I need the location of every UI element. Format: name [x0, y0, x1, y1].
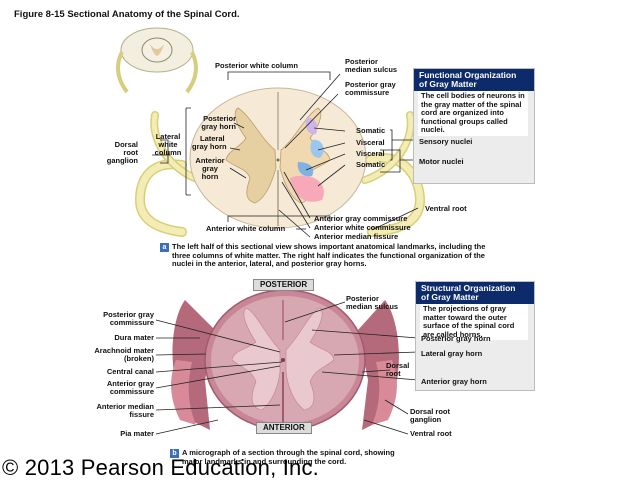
visceral-sensory-region	[310, 139, 324, 158]
somatic-label-2: Somatic	[356, 160, 386, 169]
bottom-ventral-root-label: Ventral root	[410, 429, 452, 438]
posterior-tag: POSTERIOR	[253, 279, 315, 291]
anterior-gray-commissure-label: Anterior gray commissure	[314, 214, 408, 223]
functional-organization-description: The cell bodies of neurons in the gray m…	[418, 91, 528, 136]
top-caption: The left half of this sectional view sho…	[172, 242, 486, 268]
bottom-leader-lines	[155, 301, 419, 435]
micrograph	[170, 289, 400, 440]
copyright-notice: © 2013 Pearson Education, Inc.	[2, 455, 319, 480]
posterior-gray-horn-item: Posterior gray horn	[421, 334, 491, 343]
anterior-median-fissure-label: Anterior median fissure	[314, 232, 399, 241]
caption-badge-b: b	[170, 449, 179, 458]
spinal-nerves	[134, 111, 426, 237]
anterior-white-commissure-label: Anterior white commissure	[314, 223, 411, 232]
pia-mater-label: Pia mater	[120, 429, 154, 438]
sensory-nuclei-label: Sensory nuclei	[419, 137, 473, 146]
visceral-motor-region	[297, 162, 314, 177]
somatic-label-1: Somatic	[356, 126, 386, 135]
somatic-sensory-region	[305, 117, 318, 135]
figure-title: Figure 8-15 Sectional Anatomy of the Spi…	[14, 9, 240, 20]
anterior-white-column-label: Anterior white column	[206, 224, 286, 233]
vertebra-thumbnail	[116, 27, 198, 94]
anterior-gray-horn-item: Anterior gray horn	[421, 377, 487, 386]
bottom-caption: A micrograph of a section through the sp…	[182, 448, 395, 466]
ventral-root-label: Ventral root	[425, 204, 467, 213]
top-leader-lines	[152, 71, 419, 238]
lateral-gray-horn-item: Lateral gray horn	[421, 349, 483, 358]
structural-organization-description: The projections of gray matter toward th…	[420, 304, 528, 340]
central-canal-label: Central canal	[106, 367, 154, 376]
posterior-white-column-label: Posterior white column	[215, 61, 298, 70]
dura-mater-label: Dura mater	[114, 333, 154, 342]
arachnoid-mater-label: Arachnoid mater(broken)	[94, 346, 154, 363]
visceral-label-1: Visceral	[356, 138, 385, 147]
visceral-label-2: Visceral	[356, 149, 385, 158]
motor-nuclei-label: Motor nuclei	[419, 157, 464, 166]
anterior-tag: ANTERIOR	[256, 422, 312, 434]
caption-badge-a: a	[160, 243, 169, 252]
somatic-motor-region	[290, 175, 324, 202]
